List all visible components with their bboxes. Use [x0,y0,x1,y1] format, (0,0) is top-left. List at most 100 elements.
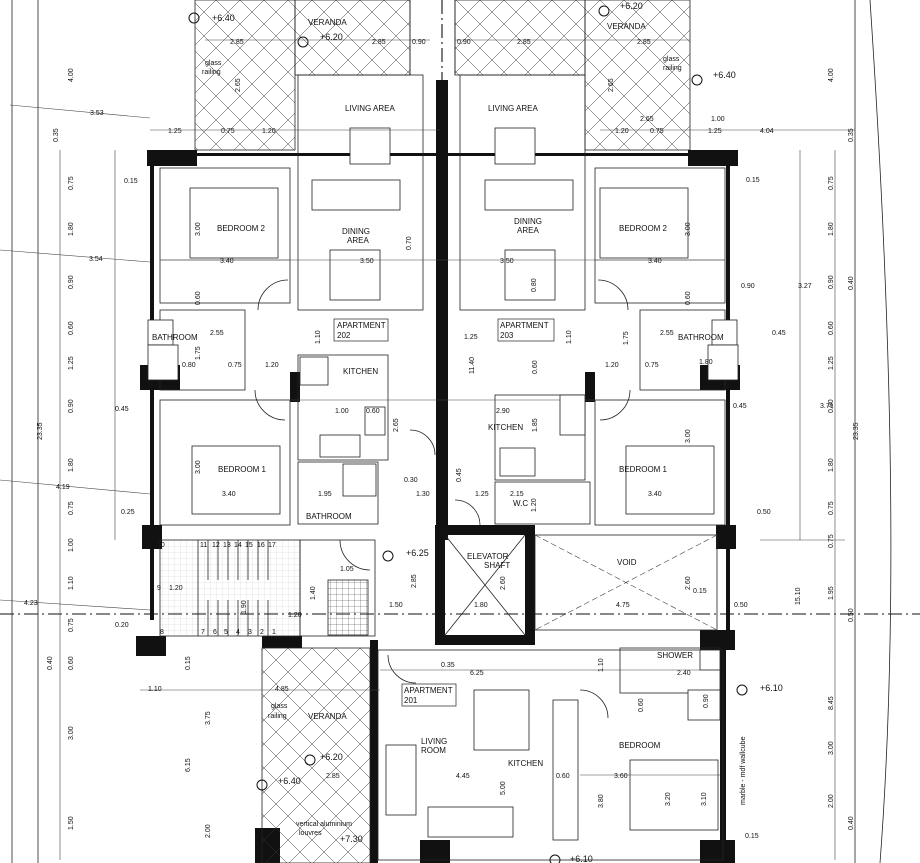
dim: 3.00 [685,222,692,236]
dim: 0.75 [221,128,235,135]
dim: 1.10 [566,330,573,344]
dim: 3.10 [701,792,708,806]
dim: 1.20 [288,612,302,619]
dim: 1.95 [318,491,332,498]
dim: 2.55 [210,330,224,337]
dim: 3.60 [614,773,628,780]
dim: 6.25 [470,670,484,677]
dim: 1.90 [241,600,248,614]
stair-step-number: 10 [157,542,165,549]
dim: 1.85 [532,418,539,432]
dim: 0.90 [457,39,471,46]
stair-step-number: 17 [268,542,276,549]
note-glass-railing-3b: railing [268,713,287,720]
stair [160,540,369,636]
dim: 0.15 [745,833,759,840]
dim: 3.50 [360,258,374,265]
apartment-202-number: 202 [337,331,351,340]
dim: 1.20 [605,362,619,369]
stair-step-number: 1 [272,629,276,636]
dim: 0.75 [68,176,75,190]
dim: 0.35 [441,662,455,669]
top-verandas [194,0,691,151]
dim: 1.25 [68,356,75,370]
stair-step-number: 11 [200,542,207,549]
stair-step-number: 16 [257,542,265,549]
dim: 0.60 [195,291,202,305]
dim: 0.75 [68,501,75,515]
dim: 0.60 [556,773,570,780]
stair-step-number: 3 [248,629,252,636]
dim: 1.20 [169,585,183,592]
note-glass-railing-1: glass [205,60,222,67]
dim: 1.25 [828,356,835,370]
dim: 0.50 [848,608,855,622]
dim: 3.71 [820,403,834,410]
dim: 1.50 [68,816,75,830]
dim: 0.15 [693,588,707,595]
dim: 0.60 [366,408,380,415]
dim: 3.00 [195,222,202,236]
dim: 2.60 [500,576,507,590]
dim: 0.45 [772,330,786,337]
dim: 2.65 [235,78,242,92]
dim: 1.05 [340,566,354,573]
stair-step-number: 8 [160,629,164,636]
stair-step-number: 15 [245,542,253,549]
dim: 4.19 [56,484,70,491]
dim: 3.00 [828,741,835,755]
dim: 1.25 [464,334,478,341]
note-marble: marble - mdf wallcube [740,736,747,805]
dim: 0.30 [404,477,418,484]
dim: 1.75 [195,346,202,360]
room-label-elevator-b: SHAFT [484,561,510,570]
dim: 0.35 [848,128,855,142]
dim: 0.70 [406,236,413,250]
dim: 1.00 [68,538,75,552]
dim: 6.15 [185,758,192,772]
dim: 0.15 [185,656,192,670]
dim: 1.10 [598,658,605,672]
room-label-bedroom2-202: BEDROOM 2 [217,224,266,233]
note-louvres: vertical aluminium [296,821,352,828]
furniture [147,127,739,841]
dim: 1.50 [389,602,403,609]
dim: 4.00 [68,68,75,82]
dim: 0.75 [650,128,664,135]
dim: 1.25 [708,128,722,135]
dim: 4.45 [456,773,470,780]
dim: 0.50 [734,602,748,609]
room-label-bedroom-201: BEDROOM [619,741,661,750]
dim: 0.15 [746,177,760,184]
level-top-left: +6.40 [212,13,235,23]
dim: 2.55 [660,330,674,337]
dim: 1.80 [474,602,488,609]
dim: 1.40 [310,586,317,600]
note-glass-railing-2b: railing [663,65,682,72]
dim: 0.60 [532,360,539,374]
room-label-wc: W.C [513,499,528,508]
dim: 3.40 [648,491,662,498]
door-swings [254,279,631,719]
note-glass-railing-2: glass [663,56,680,63]
level-bottom-right: +6.10 [570,854,593,863]
level-markers [188,5,748,863]
stair-step-number: 4 [236,629,240,636]
dim: 1.25 [475,491,489,498]
elevator-and-void [444,534,718,636]
dim: 5.00 [500,781,507,795]
dim: 2.60 [685,576,692,590]
stair-step-number: 6 [213,629,217,636]
dim: 3.00 [195,460,202,474]
dim: 2.85 [517,39,531,46]
dim: 4.75 [616,602,630,609]
dim: 0.75 [828,534,835,548]
room-label-dining-203: DINING [514,217,542,226]
dim: 1.30 [416,491,430,498]
dim: 0.90 [68,275,75,289]
stair-step-number: 14 [234,542,242,549]
level-top-right: +6.20 [620,1,643,11]
room-label-kitchen-201: KITCHEN [508,759,543,768]
dim: 0.60 [68,321,75,335]
dim: 0.90 [828,399,835,413]
